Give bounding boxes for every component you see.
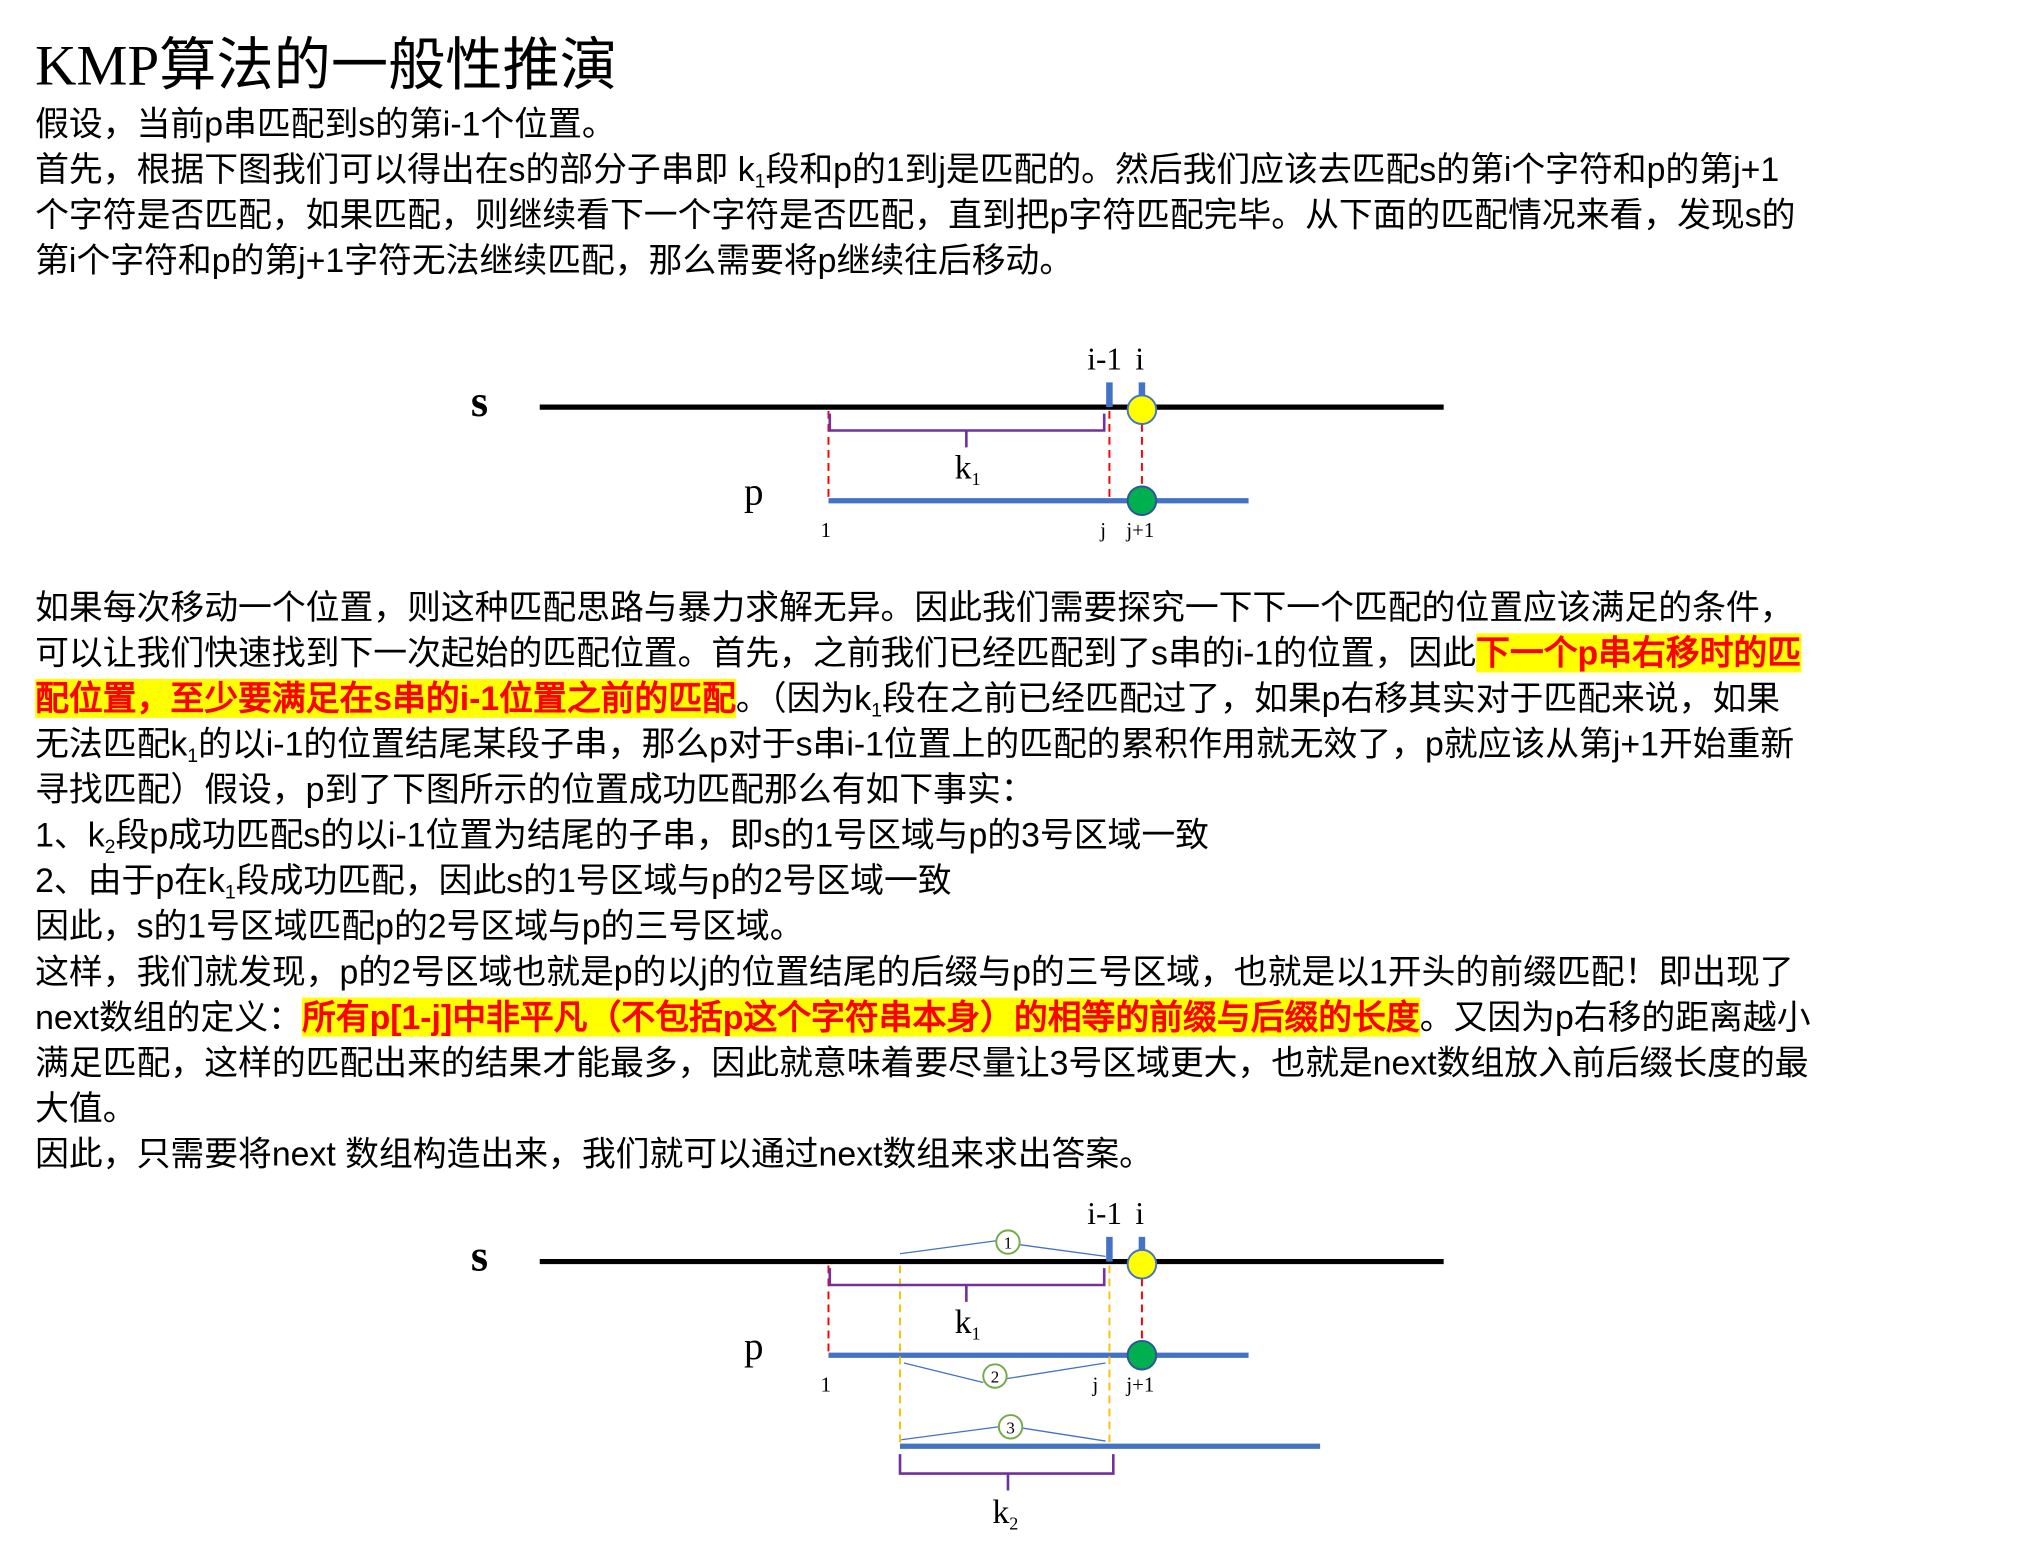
text-line: 第i个字符和p的第j+1字符无法继续匹配，那么需要将p继续往后移动。 [35,238,1795,284]
label-i-2: i [1135,1196,1144,1231]
intro-paragraph: 假设，当前p串匹配到s的第i-1个位置。首先，根据下图我们可以得出在s的部分子串… [35,101,1795,283]
highlighted-text: 配位置，至少要满足在s串的i-1位置之前的匹配 [35,678,736,718]
region2-circle [982,1363,1008,1389]
k2-brace [898,1454,1115,1491]
text-segment: 假设，当前p串匹配到s的第i-1个位置。 [35,104,616,144]
label-j-2: j [1092,1374,1099,1397]
text-line: 这样，我们就发现，p的2号区域也就是p的以j的位置结尾的后缀与p的三号区域，也就… [35,949,1810,995]
text-line: 无法匹配k1的以i-1的位置结尾某段子串，那么p对于s串i-1位置上的匹配的累积… [35,722,1810,768]
p-label: p [744,471,764,514]
region1-number: 1 [1004,1234,1012,1253]
region3-bracket-left [901,1426,999,1441]
label-i: i [1135,341,1144,376]
page-title: KMP算法的一般性推演 [35,33,617,98]
text-line: next数组的定义：所有p[1-j]中非平凡（不包括p这个字符串本身）的相等的前… [35,995,1811,1041]
label-i-minus-1-2: i-1 [1087,1196,1122,1231]
label-k2: k2 [992,1494,1018,1534]
text-line: 因此，s的1号区域匹配p的2号区域与p的三号区域。 [35,904,1810,950]
region2-number: 2 [991,1368,999,1387]
subscript: 1 [224,881,236,904]
highlighted-text: 下一个p串右移时的匹 [1476,633,1802,673]
text-segment: 的以i-1的位置结尾某段子串，那么p对于s串i-1位置上的匹配的累积作用就无效了… [198,724,1795,764]
text-line: 因此，只需要将next 数组构造出来，我们就可以通过next数组来求出答案。 [35,1132,1810,1178]
s-label-2: s [471,1232,488,1281]
s-label: s [471,377,488,426]
region1-bracket-left [899,1240,997,1255]
mismatch-p-dot [1126,485,1158,517]
k1-brace [828,413,1106,448]
text-segment: 这样，我们就发现，p的2号区域也就是p的以j的位置结尾的后缀与p的三号区域，也就… [35,952,1794,992]
mismatch-p-dot-2 [1126,1339,1158,1371]
diagram-two: s p 1 2 3 i-1 [471,1196,1444,1534]
label-j: j [1099,519,1106,542]
text-line: 配位置，至少要满足在s串的i-1位置之前的匹配。（因为k1段在之前已经匹配过了，… [35,676,1810,722]
diagram-one: s p i-1 i k1 1 j j+1 [471,341,1444,542]
text-line: 大值。 [35,1086,1810,1132]
text-segment: 如果每次移动一个位置，则这种匹配思路与暴力求解无异。因此我们需要探究一下下一个匹… [35,587,1794,627]
text-line: 如果每次移动一个位置，则这种匹配思路与暴力求解无异。因此我们需要探究一下下一个匹… [35,585,1810,631]
highlighted-text: 所有p[1-j]中非平凡（不包括p这个字符串本身）的相等的前缀与后缀的长度 [301,997,1420,1037]
k1-brace-2 [828,1268,1106,1302]
subscript: 1 [871,699,883,722]
label-j-plus-1-2: j+1 [1125,1374,1154,1397]
text-segment: 首先，根据下图我们可以得出在s的部分子串即 k [35,149,755,189]
text-segment: 段成功匹配，因此s的1号区域与p的2号区域一致 [235,860,952,901]
explanation-paragraph: 如果每次移动一个位置，则这种匹配思路与暴力求解无异。因此我们需要探究一下下一个匹… [35,585,1811,1178]
text-segment: 寻找匹配）假设，p到了下图所示的位置成功匹配那么有如下事实： [35,769,1035,809]
text-segment: 2、由于p在k [35,860,225,901]
region1-bracket-right [1019,1244,1106,1258]
text-line: 1、k2段p成功匹配s的以i-1位置为结尾的子串，即s的1号区域与p的3号区域一… [35,813,1810,859]
label-k1: k1 [955,450,981,490]
text-line: 可以让我们快速找到下一次起始的匹配位置。首先，之前我们已经匹配到了s串的i-1的… [35,631,1810,677]
text-segment: 个字符是否匹配，如果匹配，则继续看下一个字符是否匹配，直到把p字符匹配完毕。从下… [35,195,1796,235]
text-segment: 因此，只需要将next 数组构造出来，我们就可以通过next数组来求出答案。 [35,1134,1154,1174]
text-segment: 因此，s的1号区域匹配p的2号区域与p的三号区域。 [35,906,804,946]
label-1: 1 [821,519,831,542]
text-segment: 第i个字符和p的第j+1字符无法继续匹配，那么需要将p继续往后移动。 [35,240,1074,280]
region1-circle [995,1229,1021,1255]
text-segment: 段在之前已经匹配过了，如果p右移其实对于匹配来说，如果 [882,678,1781,718]
text-segment: 。又因为p右移的距离越小 [1419,997,1811,1037]
subscript: 1 [187,745,199,768]
label-j-plus-1: j+1 [1125,519,1154,542]
text-segment: 满足匹配，这样的匹配出来的结果才能最多，因此就意味着要尽量让3号区域更大，也就是… [35,1043,1809,1083]
text-line: 假设，当前p串匹配到s的第i-1个位置。 [35,101,1795,147]
mismatch-s-dot-2 [1126,1248,1158,1280]
text-line: 满足匹配，这样的匹配出来的结果才能最多，因此就意味着要尽量让3号区域更大，也就是… [35,1040,1810,1086]
region2-bracket-left [903,1362,984,1384]
region3-number: 3 [1006,1418,1014,1437]
subscript: 2 [104,836,116,859]
p-label-2: p [744,1325,764,1368]
text-segment: 1、k [35,815,105,855]
text-segment: 大值。 [35,1088,137,1128]
region2-bracket-right [1006,1362,1106,1380]
text-line: 个字符是否匹配，如果匹配，则继续看下一个字符是否匹配，直到把p字符匹配完毕。从下… [35,192,1795,238]
subscript: 1 [754,170,766,193]
text-line: 首先，根据下图我们可以得出在s的部分子串即 k1段和p的1到j是匹配的。然后我们… [35,147,1795,193]
text-segment: 。（因为k [735,678,872,718]
region3-bracket-right [1022,1427,1106,1442]
text-segment: 可以让我们快速找到下一次起始的匹配位置。首先，之前我们已经匹配到了s串的i-1的… [35,633,1477,673]
label-i-minus-1: i-1 [1087,341,1122,376]
text-segment: 段p成功匹配s的以i-1位置为结尾的子串，即s的1号区域与p的3号区域一致 [115,815,1209,855]
text-line: 2、由于p在k1段成功匹配，因此s的1号区域与p的2号区域一致 [35,858,1810,904]
label-1-2: 1 [821,1374,831,1397]
label-k1-2: k1 [955,1304,981,1344]
text-segment: next数组的定义： [35,997,302,1037]
mismatch-s-dot [1126,394,1158,425]
text-segment: 段和p的1到j是匹配的。然后我们应该去匹配s的第i个字符和p的第j+1 [765,149,1780,189]
region3-circle [997,1414,1024,1440]
text-segment: 无法匹配k [35,724,188,764]
text-line: 寻找匹配）假设，p到了下图所示的位置成功匹配那么有如下事实： [35,767,1810,813]
